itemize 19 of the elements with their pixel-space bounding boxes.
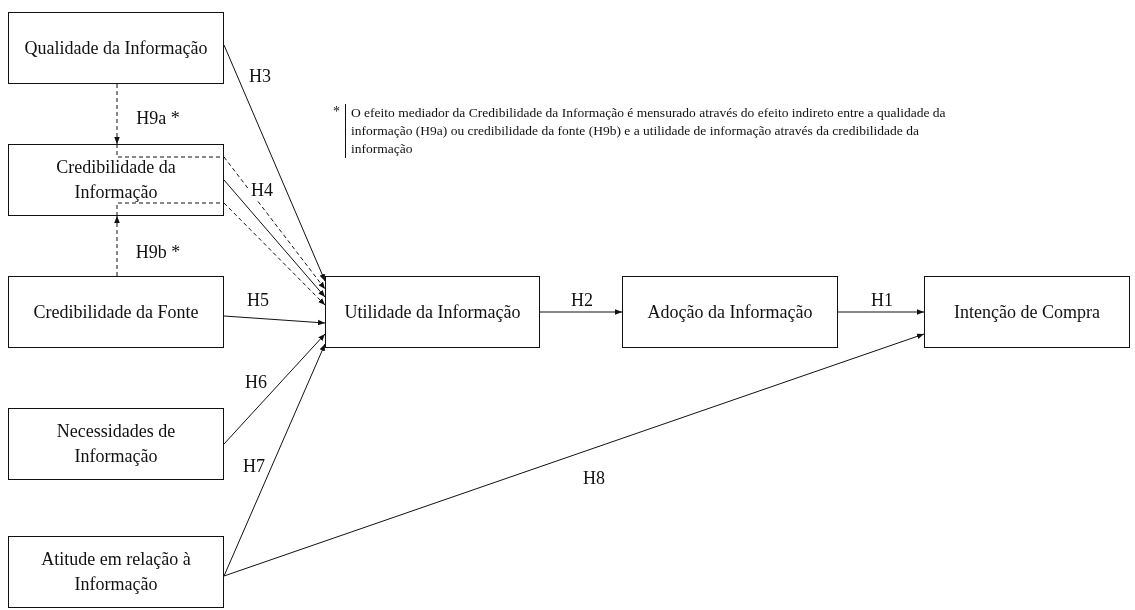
construct-name: Utilidade da Informação bbox=[344, 300, 521, 324]
construct-name: Credibilidade da Informação bbox=[55, 156, 177, 204]
construct-name: Credibilidade da Fonte bbox=[33, 300, 199, 324]
construct-box bbox=[924, 276, 1130, 348]
construct-box bbox=[8, 408, 224, 480]
construct-name: Necessidades de Informação bbox=[55, 420, 177, 468]
hypothesis-label: H4 bbox=[249, 180, 275, 200]
construct-box bbox=[8, 144, 224, 216]
construct-name: Intenção de Compra bbox=[954, 300, 1100, 324]
construct-box bbox=[8, 536, 224, 608]
construct-box bbox=[325, 276, 540, 348]
construct-box bbox=[622, 276, 838, 348]
construct-box bbox=[8, 12, 224, 84]
construct-box bbox=[8, 276, 224, 348]
construct-name: Adoção da Informação bbox=[647, 300, 813, 324]
construct-name: Atitude em relação à Informação bbox=[40, 548, 192, 596]
footnote-text: O efeito mediador da Credibilidade da Informação é mensurado através do efeito indireto entre a qualidade da informação (H9a) ou credibilidade da fonte (H9b) e a utilidade de informação através da credibilidade da informação bbox=[345, 104, 961, 158]
footnote-marker: * bbox=[333, 103, 340, 121]
construct-name: Qualidade da Informação bbox=[24, 36, 208, 60]
